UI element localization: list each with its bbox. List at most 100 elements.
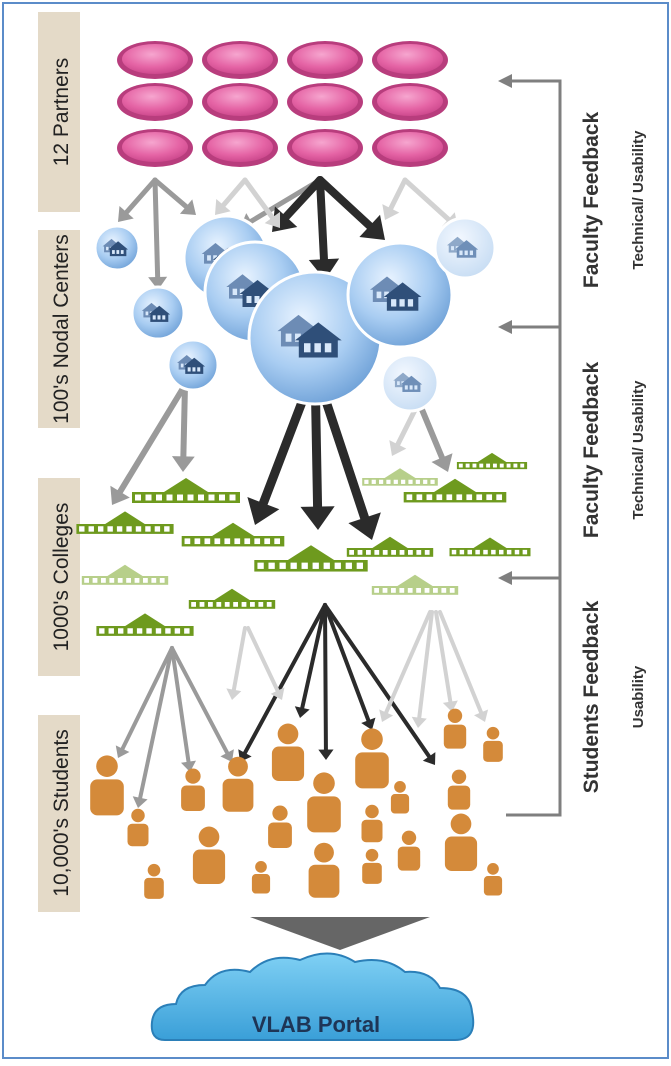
- partner-ellipse-icon: [117, 41, 193, 79]
- partner-ellipse-icon: [287, 129, 363, 167]
- student-person-icon: [443, 708, 467, 749]
- student-person-icon: [362, 848, 382, 884]
- flow-arrow: [171, 382, 195, 472]
- flow-arrow: [323, 603, 376, 730]
- flow-arrow: [215, 177, 248, 215]
- partner-ellipse-icon: [202, 41, 278, 79]
- tier-label-panel-colleges: 1000's Colleges: [38, 478, 80, 676]
- flow-arrow: [170, 646, 234, 762]
- portal-label: VLAB Portal: [252, 1012, 380, 1037]
- flow-arrow: [132, 646, 174, 808]
- student-person-icon: [144, 863, 164, 899]
- student-person-icon: [251, 861, 271, 894]
- feedback-title: Faculty Feedback: [580, 112, 603, 289]
- flow-arrow: [110, 382, 188, 505]
- college-building-icon: [132, 478, 240, 503]
- student-person-icon: [444, 813, 478, 872]
- nodal-centers: [93, 214, 497, 413]
- flow-arrow: [438, 610, 489, 722]
- flow-arrow: [323, 603, 436, 765]
- partner-ellipse-icon: [287, 41, 363, 79]
- feedback-arrowheads: [498, 74, 512, 585]
- student-person-icon: [271, 723, 305, 782]
- feedback-subtitle: Technical/ Usability: [630, 380, 647, 520]
- nodal-center-house-icon: [433, 216, 497, 280]
- partner-ellipse-icon: [117, 129, 193, 167]
- cloud-icon: [150, 952, 475, 1041]
- feedback-subtitle: Usability: [630, 665, 647, 728]
- tier-label-panel-partners: 12 Partners: [38, 12, 80, 212]
- college-building-icon: [346, 536, 434, 557]
- college-building-icon: [96, 613, 194, 636]
- student-person-icon: [483, 726, 503, 762]
- college-building-icon: [81, 564, 169, 585]
- portal-down-arrow: [250, 917, 430, 950]
- flow-arrow: [152, 177, 196, 215]
- student-person-icon: [361, 804, 383, 843]
- nodal-center-house-icon: [346, 241, 454, 349]
- flow-arrow: [318, 603, 334, 760]
- partner-ellipse-icon: [202, 83, 278, 121]
- partner-ellipse-icon: [117, 83, 193, 121]
- flow-arrow: [226, 626, 247, 700]
- flow-arrow: [415, 397, 453, 472]
- flow-arrow: [246, 626, 285, 700]
- student-person-icon: [181, 768, 205, 811]
- flow-arrow: [242, 177, 281, 228]
- partner-ellipse-icon: [372, 41, 448, 79]
- flow-arrow: [308, 176, 340, 280]
- student-person-icon: [127, 808, 149, 847]
- student-person-icon: [397, 830, 421, 871]
- flow-arrow: [382, 177, 408, 220]
- flow-arrow: [118, 177, 158, 222]
- partner-ellipse-icon: [202, 129, 278, 167]
- student-person-icon: [447, 769, 471, 810]
- flow-arrow: [411, 610, 434, 728]
- college-building-icon: [188, 588, 276, 609]
- college-building-icon: [456, 452, 528, 470]
- partners-grid: [117, 41, 448, 167]
- college-building-icon: [371, 574, 459, 595]
- feedback-subtitle: Technical/ Usability: [630, 130, 647, 270]
- student-person-icon: [192, 826, 226, 885]
- tier-label: 10,000's Students: [50, 729, 73, 896]
- flow-arrow: [316, 176, 385, 240]
- student-person-icon: [90, 755, 124, 816]
- flow-arrow: [115, 646, 174, 758]
- college-building-icon: [449, 537, 531, 557]
- feedback-brackets: [506, 79, 562, 817]
- college-building-icon: [181, 522, 285, 547]
- student-person-icon: [483, 863, 503, 896]
- nodal-center-house-icon: [130, 285, 186, 341]
- college-building-icon: [403, 478, 507, 503]
- tier-label-panel-nodal: 100's Nodal Centers: [38, 230, 80, 428]
- colleges: [76, 452, 531, 636]
- feedback-title: Students Feedback: [580, 600, 603, 793]
- partner-ellipse-icon: [287, 83, 363, 121]
- student-person-icon: [307, 772, 341, 833]
- tier-label-panel-students: 10,000's Students: [38, 715, 80, 912]
- flow-arrow: [170, 646, 197, 772]
- flow-arrow: [148, 177, 168, 290]
- student-person-icon: [308, 842, 340, 898]
- student-person-icon: [355, 728, 389, 789]
- flow-arrow: [434, 610, 458, 712]
- nodal-center-house-icon: [93, 224, 141, 272]
- student-person-icon: [222, 756, 254, 812]
- feedback-title: Faculty Feedback: [580, 362, 603, 539]
- college-building-icon: [254, 545, 368, 572]
- partner-ellipse-icon: [372, 83, 448, 121]
- flow-arrow: [294, 603, 327, 718]
- tier-label: 1000's Colleges: [50, 503, 73, 652]
- tier-label: 100's Nodal Centers: [50, 234, 73, 424]
- college-building-icon: [76, 511, 174, 534]
- tier-label: 12 Partners: [50, 58, 73, 167]
- college-building-icon: [362, 468, 438, 486]
- student-person-icon: [390, 781, 410, 814]
- nodal-center-house-icon: [166, 338, 220, 392]
- student-person-icon: [268, 805, 292, 848]
- students: [90, 708, 503, 899]
